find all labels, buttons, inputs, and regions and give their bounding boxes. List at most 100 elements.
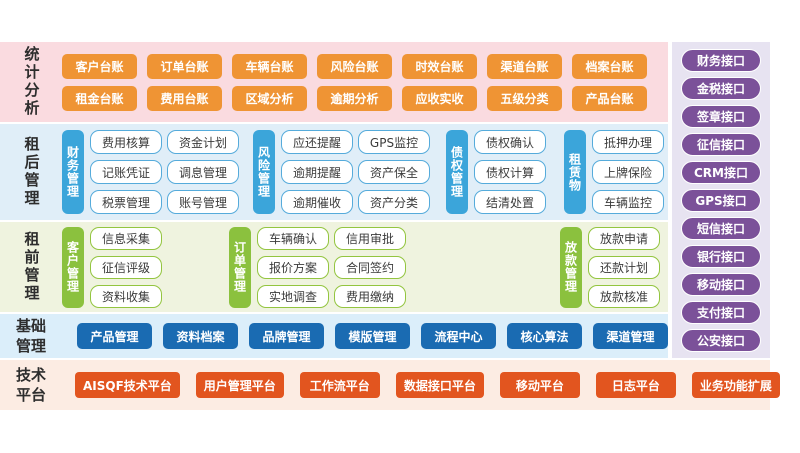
module-button[interactable]: 放款核准 [588, 284, 660, 308]
basic-button[interactable]: 品牌管理 [249, 323, 324, 349]
layer-label-zone: 租后管理 [0, 136, 62, 208]
module-button[interactable]: 还款计划 [588, 255, 660, 279]
basic-button-row: 产品管理资料档案品牌管理模版管理流程中心核心算法渠道管理 [77, 323, 668, 349]
module-button[interactable]: 债权计算 [474, 160, 546, 184]
group-loan-label: 放款管理 [560, 226, 582, 308]
basic-button[interactable]: 流程中心 [421, 323, 496, 349]
module-button[interactable]: 税票管理 [90, 190, 162, 214]
tech-buttons: AISQF技术平台用户管理平台工作流平台数据接口平台移动平台日志平台 [75, 372, 676, 398]
tech-button[interactable]: 工作流平台 [299, 372, 380, 398]
stats-button[interactable]: 风险台账 [317, 53, 392, 79]
stats-button[interactable]: 订单台账 [147, 53, 222, 79]
interface-button[interactable]: 公安接口 [681, 328, 761, 352]
layer-stats: 统计分析 客户台账订单台账车辆台账风险台账时效台账渠道台账档案台账租金台账费用台… [0, 42, 668, 122]
group-order: 订单管理 车辆确认信用审批报价方案合同签约实地调查费用缴纳 [229, 226, 406, 308]
group-customer: 客户管理 信息采集征信评级资料收集 [62, 226, 162, 308]
stats-button[interactable]: 时效台账 [402, 53, 477, 79]
interface-button[interactable]: CRM接口 [681, 160, 761, 184]
interface-button[interactable]: 征信接口 [681, 132, 761, 156]
stats-button[interactable]: 逾期分析 [317, 85, 392, 111]
layer-post-rental: 租后管理 财务管理 费用核算资金计划记账凭证调息管理税票管理账号管理 风险管理 … [0, 124, 668, 220]
stats-button[interactable]: 车辆台账 [232, 53, 307, 79]
layer-tech-label: 技术平台 [15, 365, 46, 404]
stats-button-grid: 客户台账订单台账车辆台账风险台账时效台账渠道台账档案台账租金台账费用台账区域分析… [62, 53, 647, 111]
tech-button[interactable]: 移动平台 [499, 372, 580, 398]
module-button[interactable]: 车辆监控 [592, 190, 664, 214]
interface-button[interactable]: 短信接口 [681, 216, 761, 240]
interface-button[interactable]: 银行接口 [681, 244, 761, 268]
module-button[interactable]: 账号管理 [167, 190, 239, 214]
stats-button[interactable]: 区域分析 [232, 85, 307, 111]
module-button[interactable]: 抵押办理 [592, 130, 664, 154]
layer-tech: 技术平台 AISQF技术平台用户管理平台工作流平台数据接口平台移动平台日志平台 … [0, 360, 780, 410]
module-button[interactable]: 费用核算 [90, 130, 162, 154]
interface-button[interactable]: 财务接口 [681, 48, 761, 72]
module-button[interactable]: 征信评级 [90, 255, 162, 279]
interface-button[interactable]: GPS接口 [681, 188, 761, 212]
tech-button[interactable]: AISQF技术平台 [75, 372, 180, 398]
interface-button[interactable]: 金税接口 [681, 76, 761, 100]
module-button[interactable]: 报价方案 [257, 255, 329, 279]
group-order-items: 车辆确认信用审批报价方案合同签约实地调查费用缴纳 [257, 226, 406, 308]
group-debt-items: 债权确认债权计算结清处置 [474, 130, 546, 214]
module-button[interactable]: 记账凭证 [90, 160, 162, 184]
layer-label-zone: 统计分析 [0, 46, 62, 118]
stats-button[interactable]: 应收实收 [402, 85, 477, 111]
stats-button[interactable]: 费用台账 [147, 85, 222, 111]
tech-button[interactable]: 日志平台 [595, 372, 676, 398]
module-button[interactable]: 放款申请 [588, 226, 660, 250]
module-button[interactable]: 费用缴纳 [334, 284, 406, 308]
module-button[interactable]: GPS监控 [358, 130, 430, 154]
stats-button[interactable]: 租金台账 [62, 85, 137, 111]
module-button[interactable]: 资产保全 [358, 160, 430, 184]
module-button[interactable]: 信息采集 [90, 226, 162, 250]
stats-button[interactable]: 渠道台账 [487, 53, 562, 79]
module-button[interactable]: 资产分类 [358, 190, 430, 214]
module-button[interactable]: 资料收集 [90, 284, 162, 308]
interface-button[interactable]: 支付接口 [681, 300, 761, 324]
business-extension-button[interactable]: 业务功能扩展 [691, 372, 780, 398]
basic-button[interactable]: 产品管理 [77, 323, 152, 349]
layer-post-rental-label: 租后管理 [22, 136, 41, 208]
tech-button[interactable]: 用户管理平台 [195, 372, 284, 398]
basic-button[interactable]: 模版管理 [335, 323, 410, 349]
module-button[interactable]: 应还提醒 [281, 130, 353, 154]
layer-basic: 基础管理 产品管理资料档案品牌管理模版管理流程中心核心算法渠道管理 [0, 314, 668, 358]
layer-label-zone: 技术平台 [0, 365, 62, 406]
module-button[interactable]: 信用审批 [334, 226, 406, 250]
stats-button[interactable]: 客户台账 [62, 53, 137, 79]
basic-button[interactable]: 核心算法 [507, 323, 582, 349]
module-button[interactable]: 债权确认 [474, 130, 546, 154]
interface-button[interactable]: 移动接口 [681, 272, 761, 296]
module-button[interactable]: 结清处置 [474, 190, 546, 214]
module-button[interactable]: 车辆确认 [257, 226, 329, 250]
interface-button[interactable]: 签章接口 [681, 104, 761, 128]
module-button[interactable]: 资金计划 [167, 130, 239, 154]
group-risk-label: 风险管理 [253, 130, 275, 214]
tech-button-row: AISQF技术平台用户管理平台工作流平台数据接口平台移动平台日志平台 业务功能扩… [75, 372, 782, 398]
pre-rental-groups: 客户管理 信息采集征信评级资料收集 订单管理 车辆确认信用审批报价方案合同签约实… [62, 226, 660, 308]
tech-button[interactable]: 数据接口平台 [395, 372, 484, 398]
basic-button[interactable]: 资料档案 [163, 323, 238, 349]
layer-label-zone: 租前管理 [0, 231, 62, 303]
module-button[interactable]: 合同签约 [334, 255, 406, 279]
layer-pre-rental-label: 租前管理 [22, 231, 41, 303]
group-loan: 放款管理 放款申请还款计划放款核准 [560, 226, 660, 308]
group-order-label: 订单管理 [229, 226, 251, 308]
stats-button[interactable]: 产品台账 [572, 85, 647, 111]
module-button[interactable]: 调息管理 [167, 160, 239, 184]
module-button[interactable]: 逾期催收 [281, 190, 353, 214]
stats-button[interactable]: 档案台账 [572, 53, 647, 79]
module-button[interactable]: 实地调查 [257, 284, 329, 308]
group-debt-label: 债权管理 [446, 130, 468, 214]
module-button[interactable]: 上牌保险 [592, 160, 664, 184]
group-leased-asset-label: 租赁物 [564, 130, 586, 214]
basic-button[interactable]: 渠道管理 [593, 323, 668, 349]
stats-button[interactable]: 五级分类 [487, 85, 562, 111]
group-debt: 债权管理 债权确认债权计算结清处置 [446, 130, 546, 214]
module-button[interactable]: 逾期提醒 [281, 160, 353, 184]
